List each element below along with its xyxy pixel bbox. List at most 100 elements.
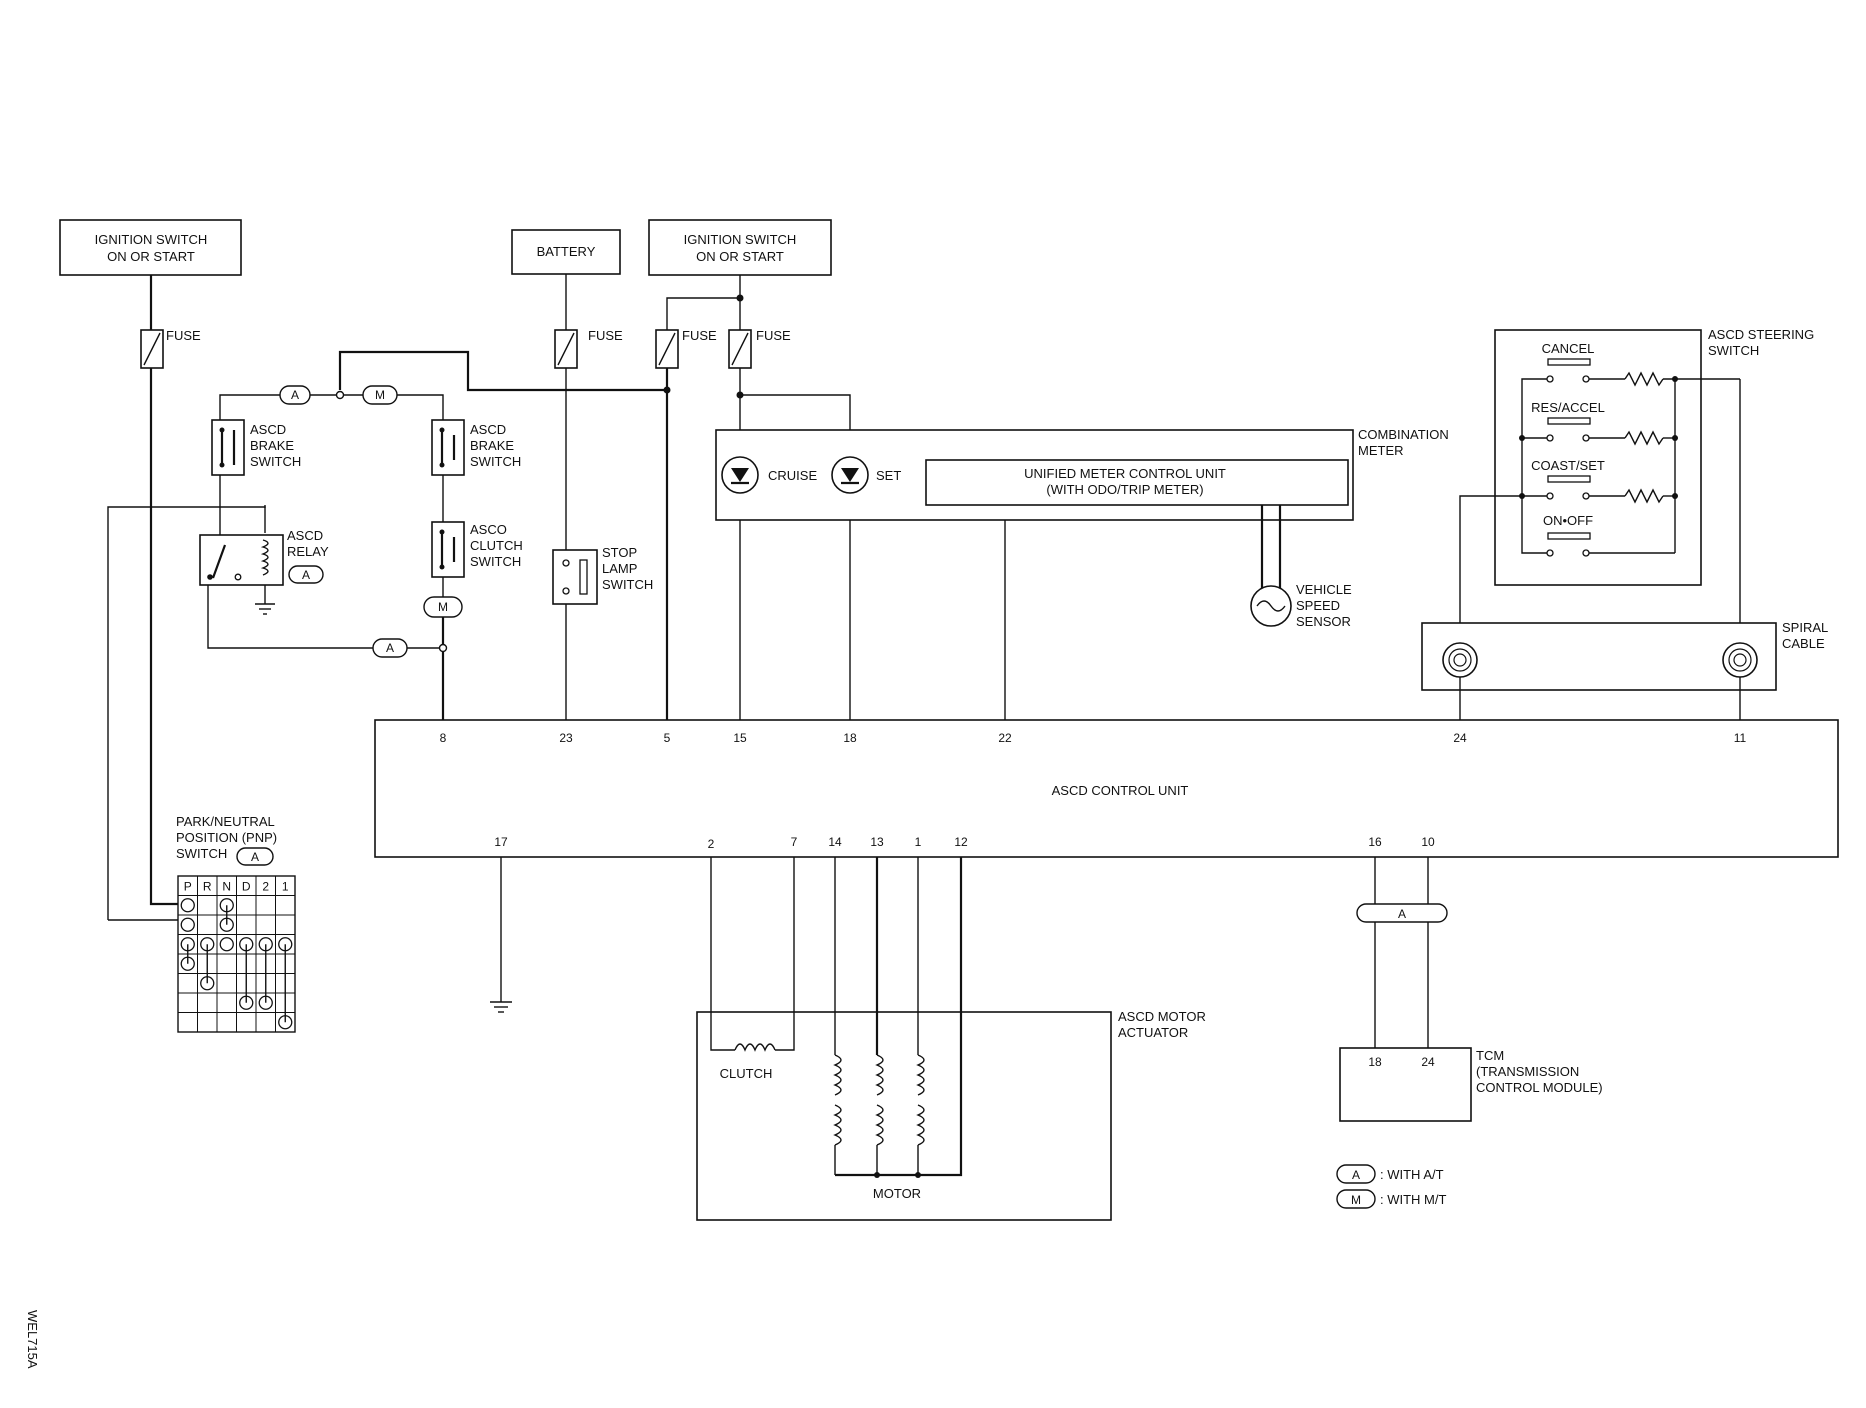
- unified-label-1: UNIFIED METER CONTROL UNIT: [1024, 466, 1226, 481]
- legend-at-badge: A: [1352, 1168, 1360, 1182]
- stop-lamp-switch: STOP LAMP SWITCH: [552, 545, 653, 605]
- pnp-contact: [219, 937, 234, 952]
- ignition-switch-left: IGNITION SWITCH ON OR START: [59, 219, 242, 276]
- pin-24: 24: [1453, 731, 1467, 745]
- battery: BATTERY: [511, 229, 621, 275]
- pin-13: 13: [870, 835, 884, 849]
- brake-right-label-2: BRAKE: [470, 438, 514, 453]
- motor-label: MOTOR: [873, 1186, 921, 1201]
- vss-label-3: SENSOR: [1296, 614, 1351, 629]
- fuse-ign-a-label: FUSE: [682, 328, 717, 343]
- pin-2: 2: [708, 837, 715, 851]
- badge-m-top-text: M: [375, 388, 385, 402]
- relay-label-1: ASCD: [287, 528, 323, 543]
- unified-meter-control-unit: UNIFIED METER CONTROL UNIT (WITH ODO/TRI…: [925, 459, 1349, 506]
- badge-a-relay-line-text: A: [386, 641, 394, 655]
- tcm-label-1: TCM: [1476, 1048, 1504, 1063]
- fuse-left-label: FUSE: [166, 328, 201, 343]
- pin-22: 22: [998, 731, 1012, 745]
- clutch-coil-label: CLUTCH: [720, 1066, 773, 1081]
- pin-18: 18: [843, 731, 857, 745]
- vehicle-speed-sensor: VEHICLE SPEED SENSOR: [1250, 505, 1352, 629]
- ignition-switch-middle: IGNITION SWITCH ON OR START: [648, 219, 832, 276]
- pin-5: 5: [664, 731, 671, 745]
- relay-label-2: RELAY: [287, 544, 329, 559]
- asco-clutch-switch: ASCO CLUTCH SWITCH: [431, 521, 523, 578]
- stop-lamp-label-2: LAMP: [602, 561, 637, 576]
- spiral-label-1: SPIRAL: [1782, 620, 1828, 635]
- tcm-label-3: CONTROL MODULE): [1476, 1080, 1603, 1095]
- pin-17: 17: [494, 835, 508, 849]
- badge-m-top: M: [362, 385, 398, 405]
- junction-dots: [335, 294, 744, 653]
- vss-label-1: VEHICLE: [1296, 582, 1352, 597]
- combination-label-1: COMBINATION: [1358, 427, 1449, 442]
- tcm-label-2: (TRANSMISSION: [1476, 1064, 1579, 1079]
- ascd-steering-switch: ASCD STEERING SWITCH CANCEL RES/ACCEL CO…: [1494, 327, 1814, 586]
- pnp-contact: [180, 917, 195, 932]
- set-indicator: SET: [831, 456, 901, 494]
- combination-label-2: METER: [1358, 443, 1404, 458]
- pin-8: 8: [440, 731, 447, 745]
- pin-11: 11: [1734, 731, 1747, 745]
- res-accel-label: RES/ACCEL: [1531, 400, 1605, 415]
- ascd-control-unit: ASCD CONTROL UNIT 8 23 5 15 18 22 24 11 …: [374, 719, 1839, 858]
- control-unit-label: ASCD CONTROL UNIT: [1052, 783, 1189, 798]
- fuse-battery: FUSE: [554, 328, 623, 369]
- cruise-indicator: CRUISE: [721, 456, 817, 494]
- fuse-left: FUSE: [140, 328, 201, 369]
- legend-mt-label: : WITH M/T: [1380, 1192, 1446, 1207]
- pnp-position-p: P: [184, 880, 192, 894]
- relay-badge-text: A: [302, 568, 310, 582]
- fuse-ign-b: FUSE: [728, 328, 791, 369]
- ascd-brake-switch-left: ASCD BRAKE SWITCH: [211, 419, 301, 476]
- pin-23: 23: [559, 731, 573, 745]
- coast-set-label: COAST/SET: [1531, 458, 1605, 473]
- vss-label-2: SPEED: [1296, 598, 1340, 613]
- pnp-position-2: 2: [262, 880, 269, 894]
- pnp-position-r: R: [203, 880, 212, 894]
- brake-left-label-3: SWITCH: [250, 454, 301, 469]
- legend: A : WITH A/T M : WITH M/T: [1336, 1164, 1446, 1209]
- badge-a-relay-line: A: [372, 638, 408, 658]
- badge-a-top-text: A: [291, 388, 299, 402]
- brake-right-label-1: ASCD: [470, 422, 506, 437]
- pin-10: 10: [1421, 835, 1435, 849]
- cancel-label: CANCEL: [1542, 341, 1595, 356]
- tcm-pin-24: 24: [1421, 1055, 1435, 1069]
- pnp-label-1: PARK/NEUTRAL: [176, 814, 275, 829]
- pnp-position-d: D: [242, 880, 251, 894]
- fuse-ign-b-label: FUSE: [756, 328, 791, 343]
- brake-left-label-2: BRAKE: [250, 438, 294, 453]
- pin-12: 12: [954, 835, 968, 849]
- pnp-position-n: N: [222, 880, 231, 894]
- legend-at-label: : WITH A/T: [1380, 1167, 1444, 1182]
- fuse-ign-a: FUSE: [655, 328, 717, 369]
- brake-left-label-1: ASCD: [250, 422, 286, 437]
- fuse-battery-label: FUSE: [588, 328, 623, 343]
- clutch-switch-label-1: ASCO: [470, 522, 507, 537]
- ignition-switch-middle-label-1: IGNITION SWITCH: [684, 232, 797, 247]
- ascd-relay: ASCD RELAY A: [199, 528, 329, 586]
- motor-actuator-label-1: ASCD MOTOR: [1118, 1009, 1206, 1024]
- spiral-label-2: CABLE: [1782, 636, 1825, 651]
- steering-label-1: ASCD STEERING: [1708, 327, 1814, 342]
- legend-mt-badge: M: [1351, 1193, 1361, 1207]
- ignition-switch-left-label-2: ON OR START: [107, 249, 195, 264]
- drawing-code: WEL715A: [25, 1310, 40, 1369]
- clutch-switch-label-2: CLUTCH: [470, 538, 523, 553]
- combination-meter: COMBINATION METER CRUISE SET UNIFIED MET…: [715, 427, 1449, 521]
- badge-m-clutch: M: [423, 596, 463, 618]
- ascd-brake-switch-right: ASCD BRAKE SWITCH: [431, 419, 521, 476]
- cruise-label: CRUISE: [768, 468, 817, 483]
- stop-lamp-label-3: SWITCH: [602, 577, 653, 592]
- unified-label-2: (WITH ODO/TRIP METER): [1046, 482, 1203, 497]
- spiral-cable: SPIRAL CABLE: [1421, 620, 1828, 720]
- ignition-switch-left-label-1: IGNITION SWITCH: [95, 232, 208, 247]
- battery-label: BATTERY: [537, 244, 596, 259]
- pnp-label-2: POSITION (PNP): [176, 830, 277, 845]
- motor-actuator-label-2: ACTUATOR: [1118, 1025, 1188, 1040]
